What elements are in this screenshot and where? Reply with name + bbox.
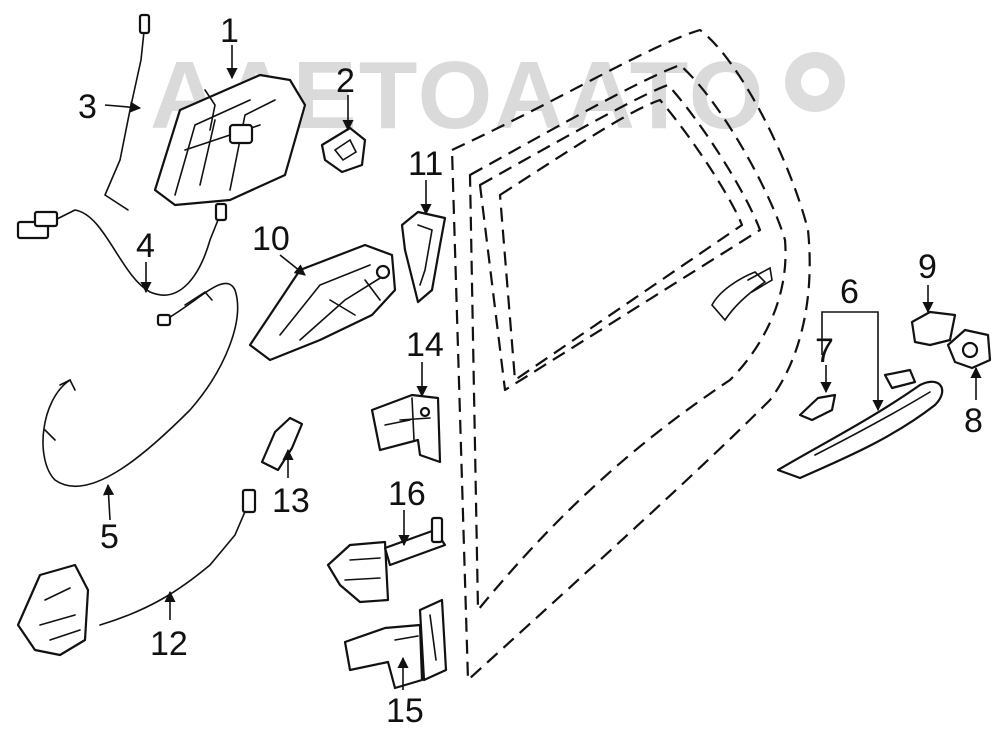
callout-5: 5 <box>100 518 119 556</box>
part-cable-5 <box>42 282 239 487</box>
callout-2: 2 <box>336 62 355 100</box>
part-lock-rod <box>103 13 151 211</box>
callout-14: 14 <box>406 326 444 364</box>
door-outline <box>450 28 811 682</box>
callout-11: 11 <box>408 145 443 183</box>
callout-7: 7 <box>815 332 834 370</box>
part-latch-assembly <box>153 73 307 207</box>
callout-6: 6 <box>840 273 859 311</box>
callout-labels: 1 2 3 4 5 6 7 8 9 10 11 12 13 14 15 16 <box>78 12 983 730</box>
callout-13: 13 <box>272 482 310 520</box>
part-cover-9 <box>910 310 957 347</box>
part-hinge-14 <box>370 393 442 464</box>
part-door-check <box>326 516 447 604</box>
leader-lines <box>102 45 982 690</box>
callout-4: 4 <box>136 227 155 265</box>
callout-8: 8 <box>964 402 983 440</box>
callout-12: 12 <box>150 625 188 663</box>
part-cylinder-8 <box>946 328 992 370</box>
part-bracket-11 <box>400 210 447 304</box>
callout-3: 3 <box>78 88 97 126</box>
part-clip-13 <box>260 416 304 472</box>
callout-9: 9 <box>918 248 937 286</box>
callout-16: 16 <box>388 475 426 513</box>
callout-10: 10 <box>252 220 290 258</box>
part-cable-12 <box>16 488 257 657</box>
part-inside-handle <box>248 243 397 362</box>
part-outside-handle <box>776 368 944 480</box>
callout-15: 15 <box>386 692 424 730</box>
callout-1: 1 <box>220 12 239 50</box>
part-cable-4 <box>16 202 228 296</box>
part-hinge-15 <box>343 598 448 690</box>
part-cap-7 <box>798 393 837 422</box>
